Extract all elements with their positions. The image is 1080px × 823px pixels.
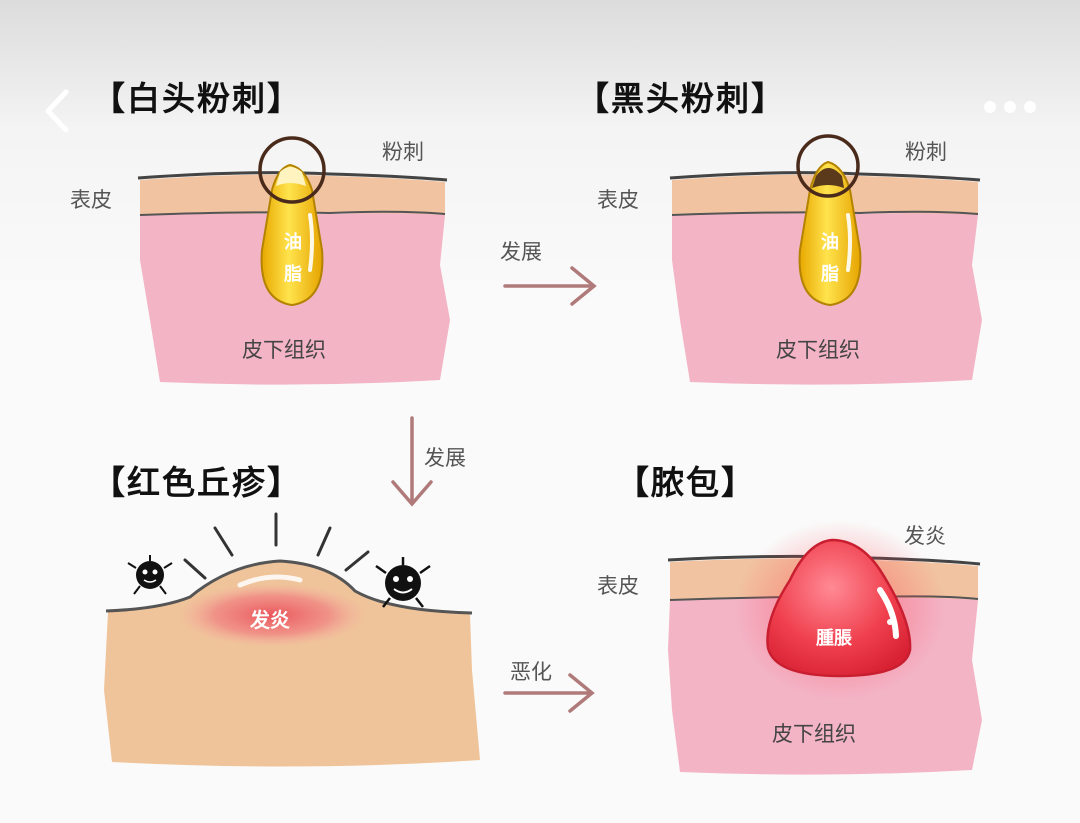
pustule-highlight [877, 587, 899, 639]
blackhead-comedo-label: 粉刺 [905, 140, 947, 164]
papule-inflammation-area [177, 583, 367, 647]
blackhead-sebum-char-1: 油 [821, 232, 839, 253]
papule-inflammation-label: 发炎 [250, 608, 290, 632]
blackhead-title: 【黑头粉刺】 [576, 79, 786, 118]
whitehead-subcutaneous-label: 皮下组织 [242, 338, 326, 362]
whitehead-epidermis-label: 表皮 [70, 188, 112, 212]
blackhead-sebum-char-2: 脂 [821, 264, 839, 285]
blackhead-subcutaneous-label: 皮下组织 [776, 338, 860, 362]
pustule-title: 【脓包】 [616, 463, 756, 502]
pustule-inflammation-label: 发炎 [904, 524, 946, 548]
arrow-right-bottom-label: 恶化 [510, 660, 552, 684]
blackhead-pore-circle [796, 134, 860, 198]
pustule-highlight-dot [887, 619, 893, 625]
pustule-swelling [766, 538, 912, 678]
whitehead-title: 【白头粉刺】 [92, 79, 302, 118]
bacteria-right-icon [375, 557, 431, 608]
whitehead-sebum-char-2: 脂 [284, 264, 302, 285]
pustule-epidermis-label: 表皮 [597, 574, 639, 598]
bacteria-left-icon [127, 555, 173, 595]
whitehead-sebum-char-1: 油 [284, 232, 302, 253]
blackhead-sebum-plug [798, 160, 862, 307]
pustule-swelling-label: 腫脹 [816, 628, 852, 649]
arrow-down [391, 416, 433, 507]
blackhead-epidermis-label: 表皮 [597, 188, 639, 212]
papule-rays [183, 512, 370, 580]
whitehead-comedo-label: 粉刺 [382, 140, 424, 164]
arrow-right-bottom [503, 673, 595, 713]
whitehead-pore-circle [258, 136, 326, 204]
papule-title: 【红色丘疹】 [92, 463, 302, 502]
back-button[interactable] [38, 86, 76, 136]
arrow-down-label: 发展 [424, 446, 466, 470]
more-horizontal-icon [984, 101, 1036, 113]
pustule-subcutaneous-label: 皮下组织 [772, 722, 856, 746]
papule-skin-block [104, 559, 480, 767]
arrow-right-top [503, 266, 597, 306]
chevron-left-icon [45, 89, 69, 133]
arrow-right-top-label: 发展 [500, 240, 542, 264]
more-button[interactable] [980, 94, 1040, 120]
